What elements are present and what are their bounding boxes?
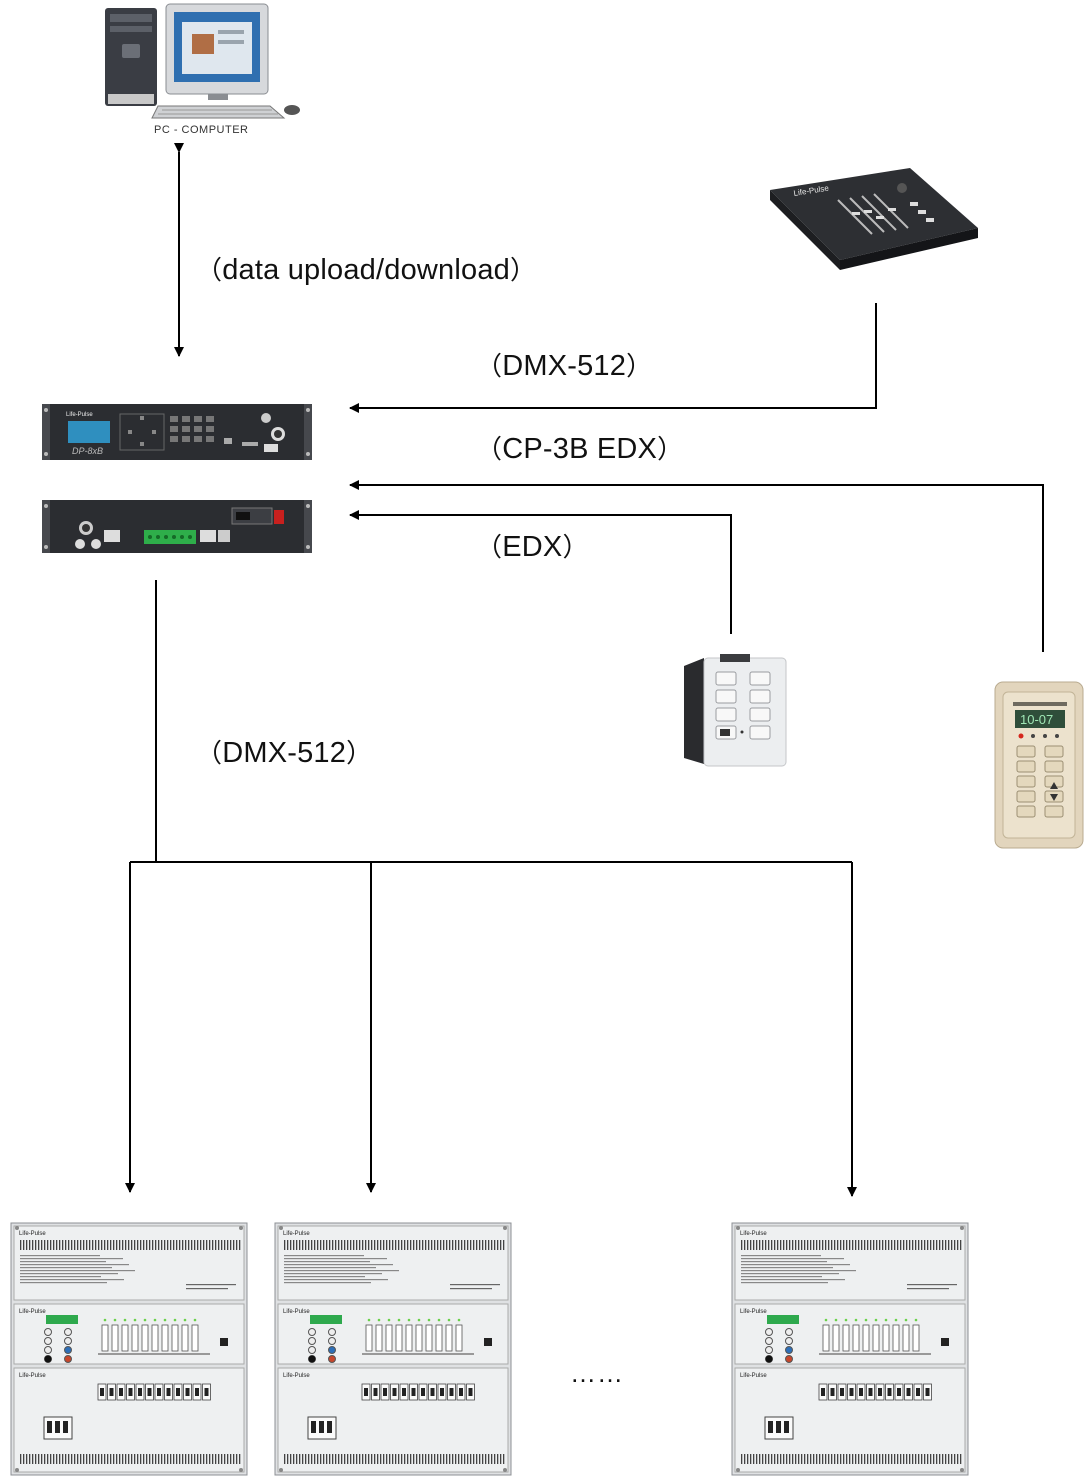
front-panel-model: DP-8xB — [72, 446, 103, 456]
edx-label: （EDX） — [476, 531, 589, 563]
cp3b-edx-line — [349, 480, 1044, 652]
cp3b-edx-label: （CP-3B EDX） — [476, 433, 684, 465]
svg-text:Life-Pulse: Life-Pulse — [66, 412, 93, 418]
svg-text:Life-Pulse: Life-Pulse — [740, 1309, 767, 1315]
svg-text:Life-Pulse: Life-Pulse — [283, 1309, 310, 1315]
wall-display: 10-07 — [1020, 712, 1053, 727]
pc-computer-image — [105, 3, 300, 119]
dmx-input-line — [349, 303, 877, 413]
svg-text:Life-Pulse: Life-Pulse — [19, 1373, 46, 1379]
data-link-label: （data upload/download） — [196, 254, 537, 286]
dmx-input-label: （DMX-512） — [476, 350, 653, 382]
controller-front-panel: Life-Pulse DP-8xB — [42, 404, 312, 460]
svg-text:Life-Pulse: Life-Pulse — [740, 1231, 767, 1237]
svg-text:Life-Pulse: Life-Pulse — [19, 1309, 46, 1315]
dmx-output-label: （DMX-512） — [196, 737, 373, 769]
svg-text:Life-Pulse: Life-Pulse — [283, 1231, 310, 1237]
dmx-console-image: Life-Pulse — [770, 168, 978, 270]
more-packs-ellipsis: …… — [570, 1358, 624, 1388]
edx-line — [349, 510, 732, 634]
edx-keypad-image — [684, 654, 787, 767]
cp3b-wall-panel-image: 10-07 — [994, 681, 1084, 849]
pc-caption: PC - COMPUTER — [154, 124, 249, 136]
controller-rear-panel — [42, 500, 312, 553]
svg-text:Life-Pulse: Life-Pulse — [740, 1373, 767, 1379]
svg-text:Life-Pulse: Life-Pulse — [19, 1231, 46, 1237]
svg-text:Life-Pulse: Life-Pulse — [283, 1373, 310, 1379]
